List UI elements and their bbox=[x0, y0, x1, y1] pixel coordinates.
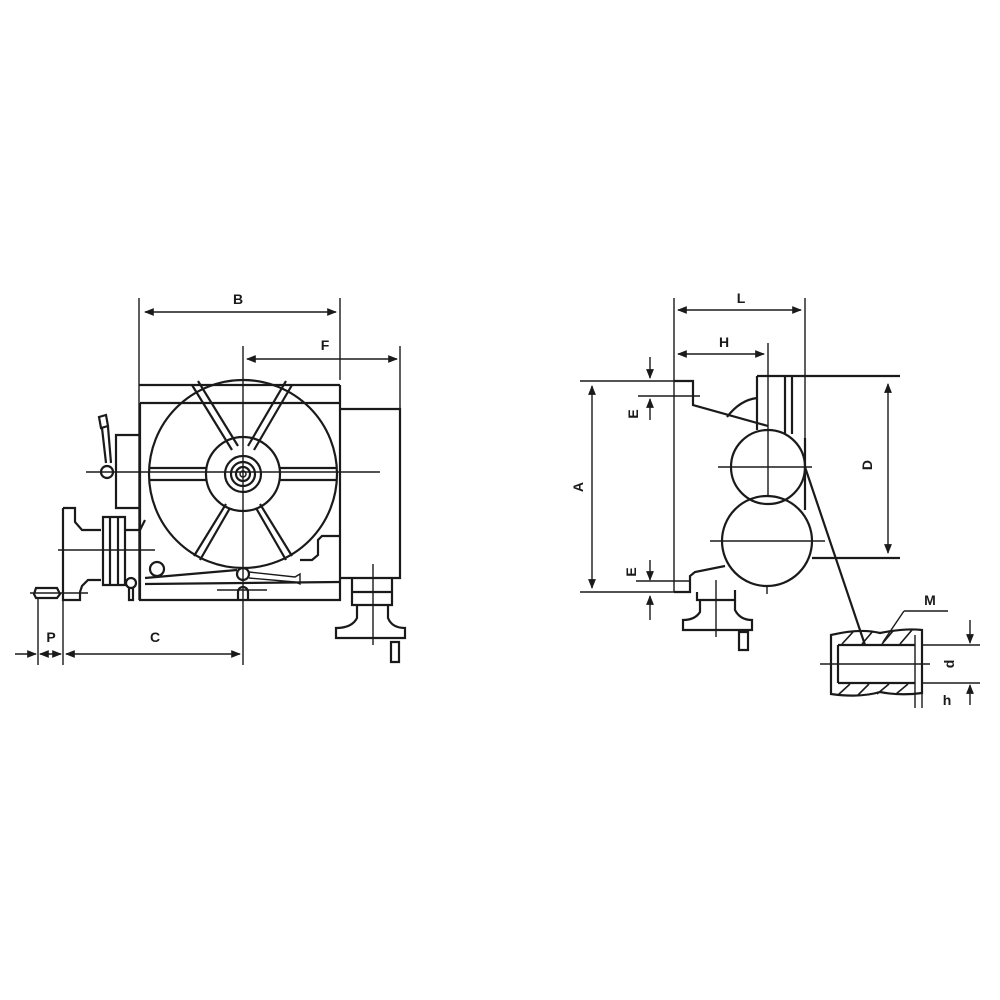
label-m: M bbox=[924, 592, 936, 608]
label-e-bottom: E bbox=[623, 567, 639, 576]
t-slots bbox=[150, 380, 336, 561]
label-a: A bbox=[570, 482, 586, 492]
label-p: P bbox=[46, 629, 55, 645]
label-h-slot: h bbox=[943, 692, 952, 708]
label-h-upper: H bbox=[719, 334, 729, 350]
label-c: C bbox=[150, 629, 160, 645]
t-slot-detail: M d h bbox=[820, 592, 980, 708]
front-view: B F bbox=[15, 291, 407, 665]
label-f: F bbox=[321, 337, 330, 353]
label-b: B bbox=[233, 291, 243, 307]
side-view: L H A E E bbox=[570, 290, 900, 652]
label-l: L bbox=[737, 290, 746, 306]
label-d: D bbox=[859, 460, 875, 470]
label-d-slot: d bbox=[941, 660, 957, 669]
label-e-top: E bbox=[625, 409, 641, 418]
